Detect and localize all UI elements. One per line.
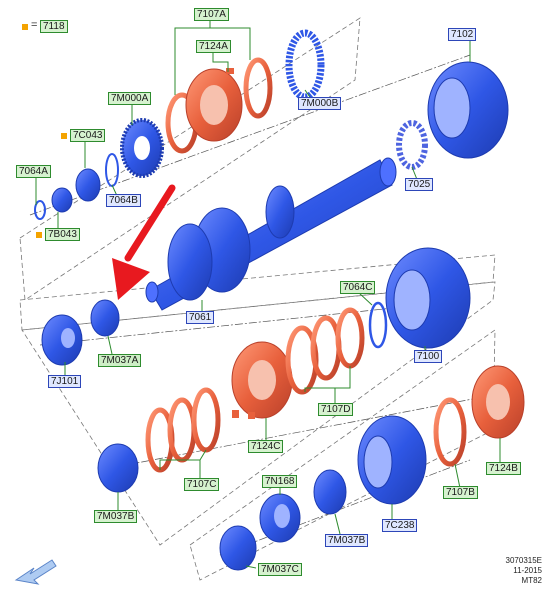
bearing-7100-face: [393, 269, 431, 331]
label-7n168[interactable]: 7N168: [262, 475, 298, 488]
label-7j101[interactable]: 7J101: [48, 375, 82, 388]
part-7n168-bore: [274, 504, 290, 528]
label-7102[interactable]: 7102: [448, 28, 477, 41]
label-7m037a[interactable]: 7M037A: [98, 354, 142, 367]
label-7m000b[interactable]: 7M000B: [298, 97, 342, 110]
clip-7064c: [368, 301, 388, 349]
footer-ref: 3070315E: [505, 556, 542, 565]
label-7064a[interactable]: 7064A: [16, 165, 51, 178]
legend-equals: =: [31, 19, 38, 31]
ring-7107c-c: [191, 387, 221, 453]
sleeve-7b043: [51, 187, 73, 213]
label-7m037c[interactable]: 7M037C: [258, 563, 302, 576]
part-7025: [396, 120, 428, 170]
label-7m000a[interactable]: 7M000A: [108, 92, 152, 105]
label-7107a[interactable]: 7107A: [194, 8, 229, 21]
hub-7124c-bore: [248, 360, 276, 400]
key-7107c: [232, 410, 239, 418]
hub-7124a-bore: [200, 85, 228, 125]
label-7m037b-right[interactable]: 7M037B: [325, 534, 369, 547]
label-7c043[interactable]: 7C043: [70, 129, 106, 142]
legend-marker: [22, 24, 28, 30]
marker-7b043: [36, 232, 42, 238]
sleeve-7m037b-right: [313, 469, 347, 515]
label-7107d[interactable]: 7107D: [318, 403, 354, 416]
bearing-7c238-face: [363, 435, 393, 489]
label-7107c[interactable]: 7107C: [184, 478, 220, 491]
marker-7c043: [61, 133, 67, 139]
key-7124c: [248, 412, 255, 419]
hub-7124b-bore: [486, 384, 510, 420]
label-7064b[interactable]: 7064B: [106, 194, 141, 207]
label-7064c[interactable]: 7064C: [340, 281, 376, 294]
clip-7064a: [34, 200, 46, 220]
ring-7107b: [433, 397, 467, 467]
sync-ring-right: [243, 57, 273, 119]
leader-lines: [35, 18, 501, 569]
sleeve-7m037c: [219, 525, 257, 571]
main-shaft-7061: [145, 157, 397, 311]
label-7124a[interactable]: 7124A: [196, 40, 231, 53]
footer-date: 11-2015: [513, 566, 542, 575]
needle-bearing-7c043: [75, 168, 101, 202]
red-indicator-arrow: [112, 184, 176, 300]
bearing-7102-face: [433, 77, 471, 139]
label-7124b[interactable]: 7124B: [486, 462, 521, 475]
part-7j101-bore: [61, 328, 75, 348]
direction-arrow-icon: [14, 559, 57, 585]
gear-7m000b: [285, 29, 325, 101]
footer-model: MT82: [521, 576, 542, 585]
label-7107b[interactable]: 7107B: [443, 486, 478, 499]
label-7c238[interactable]: 7C238: [382, 519, 418, 532]
legend-code[interactable]: 7118: [40, 20, 68, 33]
key-7124a: [226, 68, 234, 74]
label-7m037b-left[interactable]: 7M037B: [94, 510, 138, 523]
footer-block: 3070315E 11-2015 MT82: [490, 556, 542, 586]
label-7100[interactable]: 7100: [414, 350, 443, 363]
label-7025[interactable]: 7025: [405, 178, 434, 191]
sleeve-7m037b-left: [97, 443, 139, 493]
ring-7107d-c: [335, 307, 365, 369]
gear-7m000a-hole: [134, 136, 150, 160]
label-7124c[interactable]: 7124C: [248, 440, 284, 453]
label-7b043[interactable]: 7B043: [45, 228, 80, 241]
sleeve-7m037a: [90, 299, 120, 337]
clip-7064b: [105, 153, 119, 187]
label-7061[interactable]: 7061: [186, 311, 215, 324]
